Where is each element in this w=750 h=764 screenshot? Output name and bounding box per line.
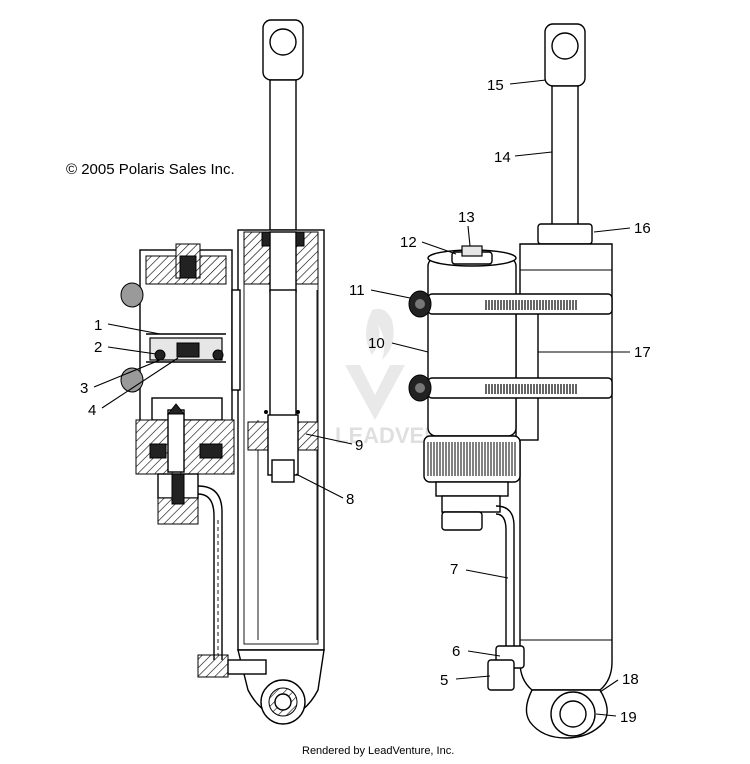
adjuster-collar <box>435 481 509 497</box>
footer-text: Rendered by LeadVenture, Inc. <box>302 745 454 757</box>
callout-6: 6 <box>452 643 460 660</box>
hose-outer-left <box>197 485 223 660</box>
lower-fitting <box>197 654 229 678</box>
callout-3: 3 <box>80 380 88 397</box>
callout-8: 8 <box>346 491 354 508</box>
callouts: 1 2 3 4 5 6 7 8 9 10 11 12 13 14 15 16 1… <box>80 77 651 726</box>
top-nut <box>537 223 593 245</box>
spacer-strip <box>515 299 539 441</box>
reservoir-ext <box>427 257 517 437</box>
fitting-nut-ext <box>441 511 483 531</box>
shaft-ext <box>551 85 579 227</box>
piston-nut <box>271 459 295 483</box>
callout-14: 14 <box>494 149 511 166</box>
callout-11: 11 <box>349 282 365 299</box>
hose-ext-outer <box>495 505 515 650</box>
adjuster-needle <box>167 409 185 473</box>
hose-ext-inner <box>495 513 507 650</box>
cutaway-shock <box>120 19 325 725</box>
shaft-through <box>269 231 297 293</box>
callout-10: 10 <box>368 335 385 352</box>
callout-18: 18 <box>622 671 639 688</box>
clamp-upper <box>427 293 613 315</box>
shaft <box>269 79 297 231</box>
hose-inner-left <box>197 493 215 660</box>
clamp-ticks <box>485 300 577 394</box>
knurl-lines <box>427 442 516 476</box>
adjuster-base <box>151 397 223 421</box>
seal-left <box>261 231 271 247</box>
callout-5: 5 <box>440 672 448 689</box>
copyright-text: © 2005 Polaris Sales Inc. <box>66 161 235 178</box>
upper-eyelet-hole <box>269 28 297 56</box>
lower-fitting-stem <box>227 659 267 675</box>
callout-1: 1 <box>94 317 102 334</box>
bottom-bushing-ext <box>559 700 587 728</box>
top-eyelet-hole-ext <box>551 32 579 60</box>
fitting-bolt-ext <box>487 659 515 691</box>
inner-shaft <box>269 289 297 421</box>
adjuster-nut <box>441 495 501 513</box>
bracket <box>231 289 241 391</box>
callout-15: 15 <box>487 77 504 94</box>
callout-4: 4 <box>88 402 96 419</box>
callout-9: 9 <box>355 437 363 454</box>
callout-19: 19 <box>620 709 637 726</box>
piston-valve <box>176 342 200 358</box>
exterior-shock <box>408 23 613 739</box>
callout-7: 7 <box>450 561 458 578</box>
callout-13: 13 <box>458 209 475 226</box>
callout-16: 16 <box>634 220 651 237</box>
callout-12: 12 <box>400 234 417 251</box>
clamp-lower <box>427 377 613 399</box>
callout-17: 17 <box>634 344 651 361</box>
callout-2: 2 <box>94 339 102 356</box>
schrader-valve <box>461 245 483 257</box>
knob-upper <box>120 282 144 308</box>
seal-right <box>295 231 305 247</box>
